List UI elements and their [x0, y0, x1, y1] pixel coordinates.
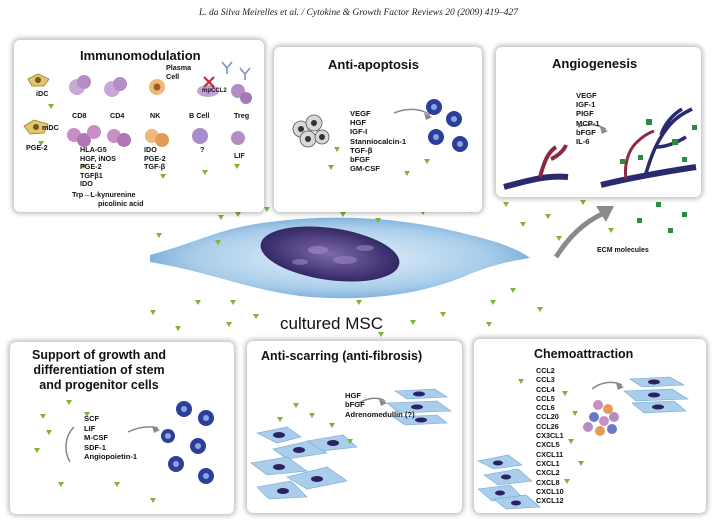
cell-label-bcell: B Cell — [189, 111, 210, 120]
immune-cells-illustration — [23, 61, 252, 179]
citation-header: L. da Silva Meirelles et al. / Cytokine … — [198, 8, 519, 18]
fibrosis-cells-illustration — [250, 388, 452, 500]
progenitor-cells-illustration — [34, 400, 214, 503]
cell-label-treg: Treg — [234, 111, 250, 120]
chemokine-list: CCL2 CCL3 CCL4 CCL5 CCL6 CCL20 CCL26 CX3… — [536, 366, 564, 506]
anti-apoptosis-factors: VEGF HGF IGF-I Stanniocalcin-1 TGF-β bFG… — [350, 109, 407, 174]
panel-anti-apoptosis: Anti-apoptosis VEGF HGF IGF-I Stanniocal… — [274, 47, 482, 212]
treg-factor: LIF — [234, 151, 245, 160]
panel-immunomodulation: Immunomodulation — [14, 40, 264, 212]
angiogenesis-factors: VEGF IGF-1 PIGF MCP-1 bFGF IL-6 — [576, 91, 600, 147]
panel-title: Chemoattraction — [534, 347, 634, 361]
cell-label-mdc: mDC — [42, 123, 59, 132]
panel-title: Anti-apoptosis — [328, 57, 419, 72]
cell-label-ccl2: mpCCL2 — [202, 88, 227, 94]
cell-label-idc: iDC — [36, 89, 49, 98]
panel-chemoattraction: Chemoattraction CCL2 CCL3 CCL4 CCL5 CCL6… — [474, 339, 706, 513]
angiogenesis-vessels-illustration — [503, 107, 697, 190]
panel-anti-scarring: Anti-scarring (anti-fibrosis) HGF bFGF A… — [247, 341, 462, 513]
panel-angiogenesis: Angiogenesis VEGF IGF-1 PIGF MCP-1 bFGF … — [496, 47, 701, 197]
trp-kynurenine: Trp→L-kynurenine — [72, 190, 136, 199]
panel-title: Anti-scarring (anti-fibrosis) — [261, 349, 423, 363]
anti-scarring-factors: HGF bFGF Adrenomedullin (?) — [345, 391, 415, 419]
panel-support-growth: Support of growth and differentiation of… — [10, 342, 234, 514]
apoptosis-cells-illustration — [292, 99, 468, 176]
picolinic-acid: picolinic acid — [98, 199, 144, 208]
cell-label-nk: NK — [150, 111, 161, 120]
cell-label-plasma: Plasma Cell — [166, 63, 192, 81]
cell-label-cd8: CD8 — [72, 111, 87, 120]
factor-pge2-left: PGE-2 — [26, 143, 48, 152]
cell-label-cd4: CD4 — [110, 111, 125, 120]
ecm-arrow — [553, 211, 604, 259]
panel-title: Support of growth and differentiation of… — [32, 348, 167, 392]
bcell-factor: ? — [200, 145, 205, 154]
msc-nucleus — [260, 226, 400, 282]
panel-title: Angiogenesis — [552, 56, 638, 71]
chemoattraction-illustration — [477, 376, 689, 510]
factor-list-nk: IDO PGE-2 TGF-β — [144, 145, 166, 172]
panel-title: Immunomodulation — [80, 48, 201, 63]
factor-list-main: HLA-G5 HGF, iNOS PGE-2 TGFβ1 IDO — [80, 145, 116, 189]
ecm-label: ECM molecules — [597, 247, 649, 254]
support-factors: SCF LIF M-CSF SDF-1 Angiopoietin-1 — [84, 414, 138, 462]
cultured-msc-label: cultured MSC — [280, 314, 383, 333]
